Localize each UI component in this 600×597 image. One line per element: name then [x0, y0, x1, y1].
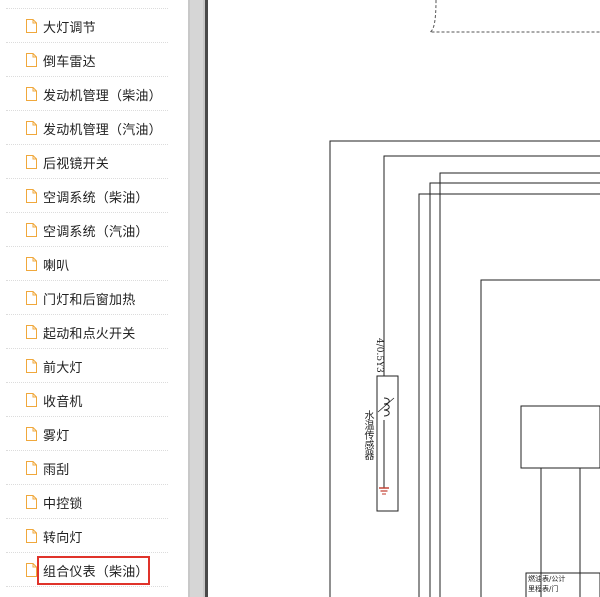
dashed-outline — [429, 0, 600, 33]
document-icon — [26, 155, 37, 169]
tree-item[interactable]: 发动机管理（柴油） — [6, 78, 168, 111]
tree-item-label: 组合仪表（柴油） — [43, 564, 149, 580]
tree-item[interactable]: 门灯和后窗加热 — [6, 282, 168, 315]
document-icon — [26, 257, 37, 271]
tree-item[interactable]: 雨刮 — [6, 452, 168, 485]
tree-item-label: 收音机 — [43, 394, 83, 410]
document-icon — [26, 291, 37, 305]
tree-item[interactable]: 转向灯 — [6, 520, 168, 553]
document-icon — [26, 53, 37, 67]
file-tree-sidebar: 大灯调节倒车雷达发动机管理（柴油） 发动机管理（汽油） 后视镜开关空调系统（柴油） 空… — [0, 0, 188, 597]
sensor-box — [376, 375, 399, 512]
connector-label: 4/0.5Y3 — [374, 338, 384, 373]
cluster-text-1: 燃油表/公计 — [528, 575, 566, 583]
sidebar-scrollbar[interactable] — [188, 0, 205, 597]
tree-item[interactable]: 起动和点火开关 — [6, 316, 168, 349]
tree-item-label: 空调系统（汽油） — [43, 224, 149, 240]
cluster-text-2: 里程表/门 — [528, 585, 559, 593]
tree-item[interactable]: 后视镜开关 — [6, 146, 168, 179]
tree-item[interactable]: 空调系统（汽油） — [6, 214, 168, 247]
tree-item[interactable]: 空调系统（柴油） — [6, 180, 168, 213]
tree-item[interactable]: 中控锁 — [6, 486, 168, 519]
wiring-diagram — [329, 0, 600, 597]
document-icon — [26, 223, 37, 237]
document-icon — [26, 121, 37, 135]
tree-item-label: 转向灯 — [43, 530, 83, 546]
tree-item[interactable]: 喇叭 — [6, 248, 168, 281]
tree-item[interactable] — [6, 0, 168, 9]
tree-item[interactable]: 前大灯 — [6, 350, 168, 383]
wire-4 — [418, 193, 600, 597]
document-icon — [26, 495, 37, 509]
schematic-viewer: 4/0.5Y3 水温传感器 燃油表/公计 里程表/门 — [208, 0, 600, 597]
tree-item-label: 大灯调节 — [43, 20, 96, 36]
document-icon — [26, 19, 37, 33]
document-icon — [26, 325, 37, 339]
tree-item-label: 发动机管理（柴油） — [43, 88, 162, 104]
wire-2 — [439, 172, 600, 597]
tree-item[interactable]: 发动机管理（汽油） — [6, 112, 168, 145]
tree-item[interactable]: 雾灯 — [6, 418, 168, 451]
gauge-box — [520, 405, 600, 469]
tree-item-label: 门灯和后窗加热 — [43, 292, 136, 308]
panel-divider[interactable] — [205, 0, 208, 597]
thermistor-arrow — [377, 397, 395, 413]
tree-item-label: 中控锁 — [43, 496, 83, 512]
tree-item-label: 喇叭 — [43, 258, 70, 274]
scrollbar-thumb[interactable] — [190, 0, 203, 597]
document-icon — [26, 563, 37, 577]
tree-item-label: 前大灯 — [43, 360, 83, 376]
tree-item-label: 后视镜开关 — [43, 156, 110, 172]
sensor-label: 水温传感器 — [362, 410, 373, 460]
wire-3 — [429, 182, 600, 597]
tree-item-label: 发动机管理（汽油） — [43, 122, 162, 138]
tree-item[interactable]: 组合仪表（柴油） — [6, 554, 168, 587]
tree-item-label: 起动和点火开关 — [43, 326, 136, 342]
document-icon — [26, 427, 37, 441]
tree-item[interactable]: 大灯调节 — [6, 10, 168, 43]
tree-item-label: 雨刮 — [43, 462, 70, 478]
thermistor-symbol — [383, 397, 390, 417]
tree-item[interactable]: 倒车雷达 — [6, 44, 168, 77]
wire-1 — [383, 155, 600, 376]
tree-item[interactable]: 收音机 — [6, 384, 168, 417]
tree-item-label: 雾灯 — [43, 428, 70, 444]
tree-item-label: 倒车雷达 — [43, 54, 96, 70]
selection-highlight — [37, 556, 150, 585]
document-icon — [26, 529, 37, 543]
document-icon — [26, 189, 37, 203]
document-icon — [26, 87, 37, 101]
document-icon — [26, 359, 37, 373]
document-icon — [26, 393, 37, 407]
wire-5 — [480, 279, 600, 597]
cluster-box — [525, 572, 600, 597]
frame-line — [329, 140, 600, 597]
tree-item-label: 空调系统（柴油） — [43, 190, 149, 206]
document-icon — [26, 461, 37, 475]
